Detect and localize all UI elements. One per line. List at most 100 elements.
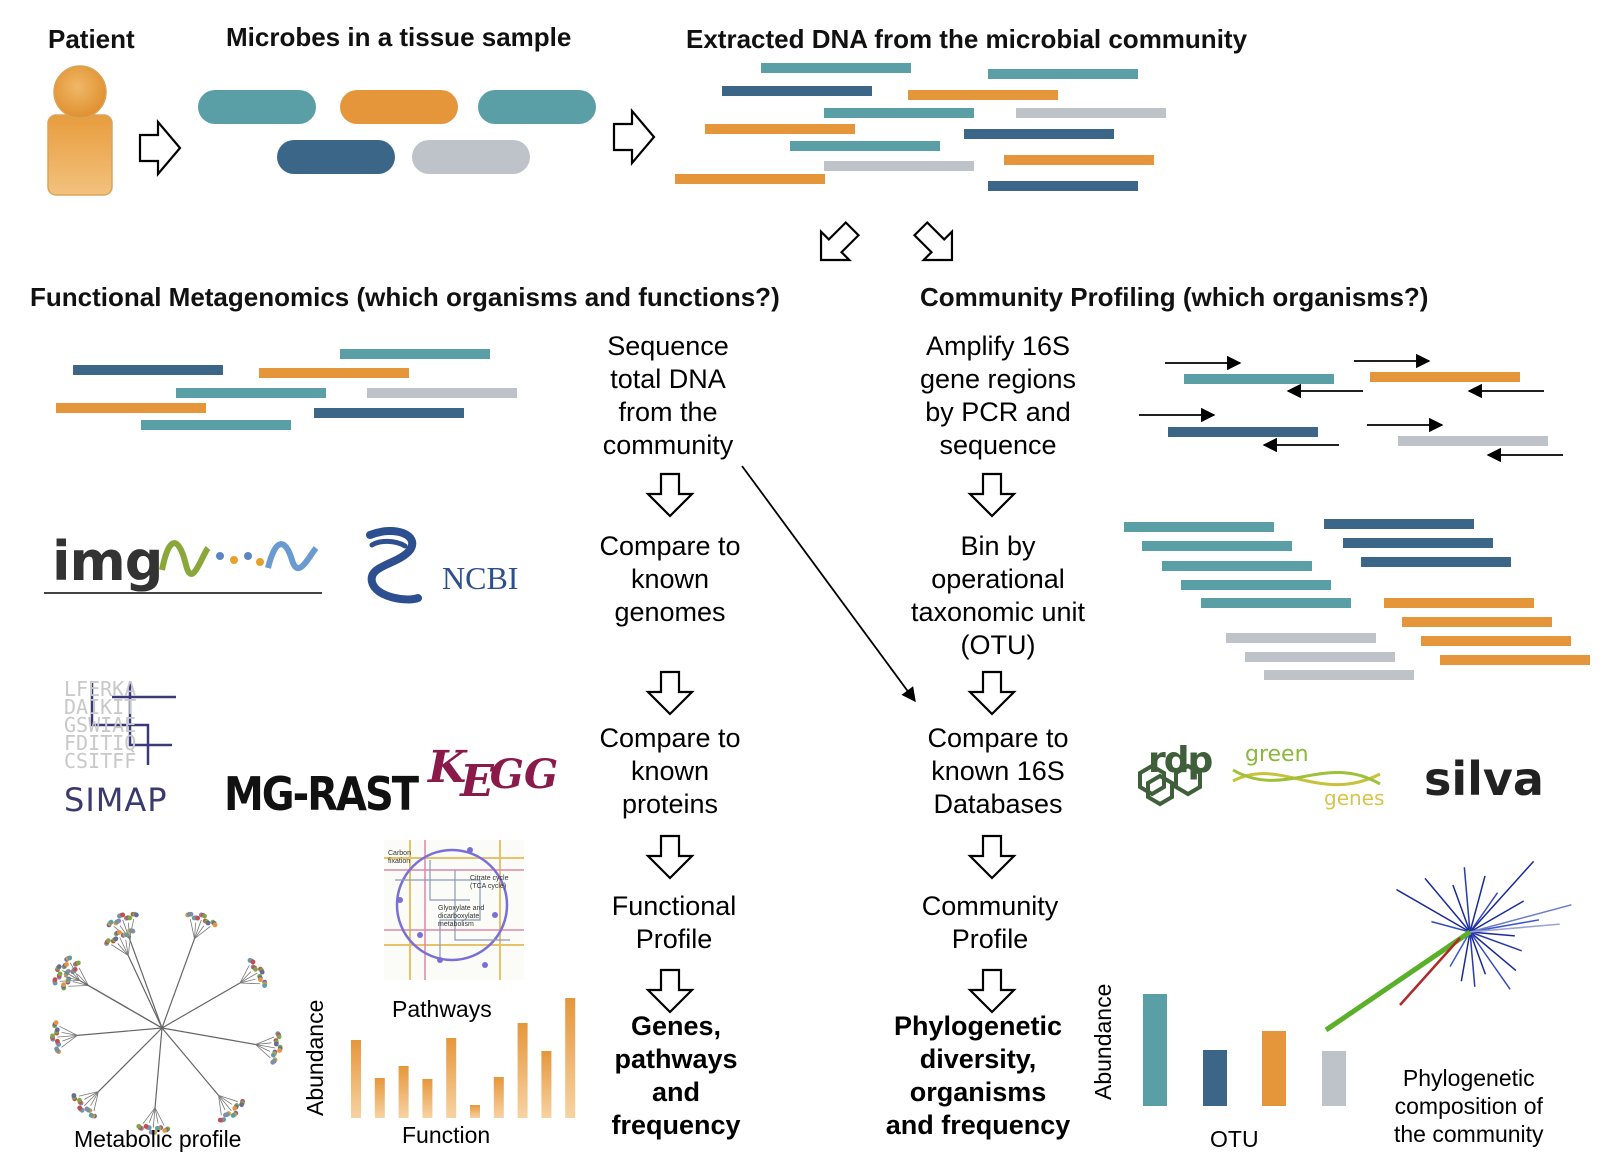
dna-strand xyxy=(705,124,855,134)
greengenes-logo-waves xyxy=(1232,768,1381,787)
metabolic-profile-label: Metabolic profile xyxy=(74,1126,242,1152)
dna-strand xyxy=(1201,598,1351,608)
dna-strand xyxy=(367,388,517,398)
dna-strand xyxy=(824,108,974,118)
function-bar xyxy=(422,1079,433,1118)
greengenes-logo-green: green xyxy=(1245,742,1309,767)
dna-label: Extracted DNA from the microbial communi… xyxy=(686,24,1248,54)
dna-strand xyxy=(1440,655,1590,665)
dna-strand xyxy=(1421,636,1571,646)
greengenes-logo-genes: genes xyxy=(1324,786,1385,810)
simap-logo-text: SIMAP xyxy=(64,781,168,819)
function-abundance-chart xyxy=(351,998,576,1118)
function-bar xyxy=(517,1023,528,1118)
step-amplify-16s: Amplify 16S gene regions by PCR and sequ… xyxy=(919,331,1077,460)
function-bar xyxy=(470,1105,480,1118)
dna-strand xyxy=(1162,561,1312,571)
kegg-logo-e: E xyxy=(460,756,494,807)
microbes-label: Microbes in a tissue sample xyxy=(226,22,572,52)
simap-logo-grid xyxy=(90,683,176,765)
function-bar xyxy=(398,1066,409,1118)
microbe-cell xyxy=(478,90,596,124)
otu-bar xyxy=(1143,994,1167,1106)
step-functional-profile: Functional Profile xyxy=(611,891,737,954)
metabolic-tree xyxy=(50,911,283,1136)
result-phylogenetic-diversity: Phylogenetic diversity, organisms and fr… xyxy=(885,1011,1071,1140)
dna-strand xyxy=(141,420,291,430)
function-bar xyxy=(446,1038,457,1118)
dna-strand xyxy=(761,63,911,73)
dna-strand xyxy=(1384,598,1534,608)
dna-fragments-left xyxy=(56,349,517,430)
arrow-down-icon xyxy=(967,834,1017,880)
dna-strand xyxy=(56,403,206,413)
ncbi-logo-text: NCBI xyxy=(442,560,519,596)
dna-strand xyxy=(1142,541,1292,551)
step-compare-genomes: Compare to known genomes xyxy=(599,531,741,627)
otu-chart-xlabel: OTU xyxy=(1210,1126,1259,1152)
arrow-down-icon xyxy=(967,968,1017,1014)
pathway-note-carbon: Carbon fixation xyxy=(388,850,411,865)
otu-bar xyxy=(1262,1031,1286,1106)
dna-strand xyxy=(314,408,464,418)
simap-logo-letters: LFERKA DAIKIT GSWIAE FDITIQ CSITFF xyxy=(64,677,137,773)
arrow-down-icon xyxy=(645,670,695,716)
dna-strand xyxy=(1245,652,1395,662)
step-compare-proteins: Compare to known proteins xyxy=(599,723,741,819)
pathway-note-citrate: Citrate cycle (TCA cycle) xyxy=(470,875,509,890)
patient-icon xyxy=(47,65,113,196)
mg-rast-logo: MG-RAST xyxy=(224,768,419,822)
dna-strand xyxy=(908,90,1058,100)
step-compare-16s: Compare to known 16S Databases xyxy=(927,723,1069,819)
arrow-down-right-icon xyxy=(912,220,954,262)
dna-strand xyxy=(1370,372,1520,382)
pcr-fragments xyxy=(1168,372,1548,446)
rdp-logo-text: rdp xyxy=(1148,740,1213,781)
dna-strand xyxy=(964,129,1114,139)
community-profiling-title: Community Profiling (which organisms?) xyxy=(920,282,1429,312)
otu-bins xyxy=(1124,519,1590,680)
arrow-down-left-icon xyxy=(819,220,861,262)
dna-strand xyxy=(790,141,940,151)
pathway-note-glyoxylate: Glyoxylate and dicarboxylate metabolism xyxy=(438,905,485,928)
phylogenetic-tree xyxy=(1324,860,1572,1033)
dna-strand xyxy=(1181,580,1331,590)
dna-strand xyxy=(1226,633,1376,643)
flow-arrows xyxy=(645,472,1017,1014)
function-bar xyxy=(565,998,576,1118)
function-bar xyxy=(541,1051,552,1118)
dna-strand xyxy=(824,161,974,171)
arrow-right-icon xyxy=(138,118,182,178)
dna-strand xyxy=(1361,557,1511,567)
dna-strand xyxy=(722,86,872,96)
silva-logo: silva xyxy=(1424,752,1544,806)
otu-bar xyxy=(1322,1051,1346,1106)
dna-strand xyxy=(675,174,825,184)
dna-strand xyxy=(1264,670,1414,680)
microbe-cell xyxy=(412,140,530,174)
rdp-logo-rings xyxy=(1138,763,1202,807)
function-bar xyxy=(493,1077,504,1118)
pathways-label: Pathways xyxy=(392,996,492,1022)
kegg-logo-gg: GG xyxy=(489,751,559,798)
arrow-down-icon xyxy=(967,472,1017,518)
function-chart-xlabel: Function xyxy=(402,1122,491,1148)
arrow-down-icon xyxy=(645,968,695,1014)
primer-arrows xyxy=(1139,353,1563,463)
dna-strand xyxy=(1004,155,1154,165)
phylogenetic-composition-label: Phylogenetic composition of the communit… xyxy=(1394,1065,1544,1147)
dna-strand xyxy=(1124,522,1274,532)
microbe-cell xyxy=(340,90,458,124)
dna-strand xyxy=(259,368,409,378)
step-sequence-total-dna: Sequence total DNA from the community xyxy=(602,331,734,460)
step-bin-otu: Bin by operational taxonomic unit (OTU) xyxy=(910,531,1086,660)
dna-strand xyxy=(1402,617,1552,627)
kegg-logo-k: K xyxy=(428,742,467,793)
functional-metagenomics-title: Functional Metagenomics (which organisms… xyxy=(30,282,780,312)
otu-abundance-chart xyxy=(1143,994,1346,1106)
dna-strand xyxy=(1184,374,1334,384)
dna-strand xyxy=(1324,519,1474,529)
arrow-down-icon xyxy=(967,670,1017,716)
step-community-profile: Community Profile xyxy=(921,891,1059,954)
